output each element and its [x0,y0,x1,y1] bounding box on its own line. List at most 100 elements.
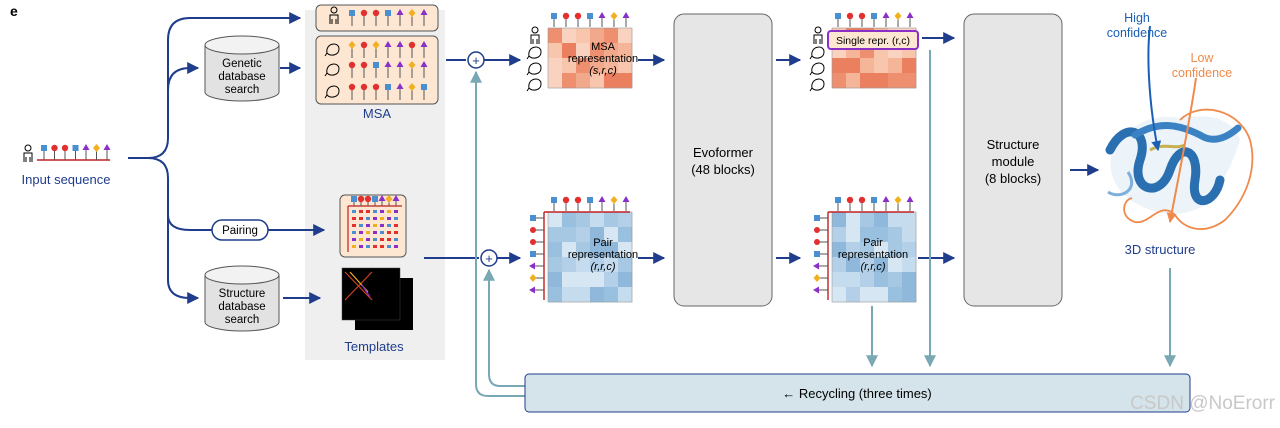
residue-head [813,274,821,282]
residue-head [562,196,570,204]
matrix-cell [359,224,363,227]
residue-head [530,227,536,233]
msa-representation-grid [547,27,633,89]
grid-cell [888,242,903,258]
grid-cell [832,227,847,243]
msa-representation-header-glyphs [551,12,630,27]
grid-cell [576,73,591,89]
evoformer-block [673,13,773,307]
grid-cell [618,73,633,89]
text-line: Low [1191,51,1215,65]
residue-head [894,12,902,20]
grid-cell [902,242,917,258]
residue-head [529,262,535,270]
grid-cell [874,287,889,303]
grid-cell [902,212,917,228]
pair-representation-input-grid [547,211,633,303]
grid-cell [576,28,591,44]
text-line: database [218,301,265,313]
text-line: confidence [1172,66,1233,80]
single-repr-highlight [827,30,919,50]
residue-head [598,196,606,202]
residue-head [360,9,368,17]
person-icon [814,26,822,34]
matrix-cell [380,210,384,213]
single-representation-species-icons [809,26,825,92]
residue-head [372,41,380,49]
grid-cell [618,272,633,288]
matrix-cell [387,245,391,248]
pair-representation-output-glyphs [813,196,914,300]
grid-cell [874,73,889,89]
grid-cell [874,272,889,288]
grid-cell [562,28,577,44]
residue-head [357,195,365,203]
matrix-cell [352,210,356,213]
residue-head [574,12,582,20]
residue-head [882,12,890,18]
grid-cell [590,58,605,74]
residue-head [421,84,427,90]
residue-head [894,196,902,204]
grid-cell [888,257,903,273]
matrix-cell [366,210,370,213]
msa-sequence-glyphs [324,6,428,100]
residue-head [530,251,536,257]
residue-head [871,197,877,203]
person-icon-body [813,34,823,44]
residue-head [396,61,404,67]
residue-head [835,13,841,19]
matrix-cell [373,231,377,234]
grid-cell [832,58,847,74]
residue-head [378,195,386,201]
recycling-bar [524,373,1191,413]
grid-cell [576,43,591,59]
grid-cell [902,287,917,303]
grid-cell [846,287,861,303]
grid-cell [860,212,875,228]
matrix-cell [394,245,398,248]
grid-cell [576,257,591,273]
text-line: Pair [593,237,613,249]
grid-cell [590,43,605,59]
matrix-cell [394,217,398,220]
matrix-cell [373,238,377,241]
residue-head [574,196,582,204]
text-line: MSA [591,41,616,53]
residue-head [51,144,58,152]
grid-cell [888,58,903,74]
residue-head [587,197,593,203]
residue-head [858,196,866,204]
grid-cell [590,28,605,44]
grid-cell [562,257,577,273]
person-icon-body [530,34,540,44]
recycling-label: ← Recycling (three times) [782,386,932,401]
fish-icon [324,43,340,57]
matrix-cell [352,238,356,241]
fish-icon [526,46,542,60]
grid-cell [548,73,563,89]
watermark: CSDN @NoErorr [1130,393,1276,414]
grid-cell [576,58,591,74]
text-line: Structure [987,137,1040,152]
matrix-cell [359,238,363,241]
matrix-cell [373,217,377,220]
matrix-cell [352,231,356,234]
grid-cell [888,227,903,243]
grid-cell [618,227,633,243]
residue-head [396,83,404,89]
matrix-cell [352,224,356,227]
residue-head [610,196,618,204]
low-confidence-arrow [1166,77,1197,223]
grid-cell [590,287,605,303]
grid-cell [576,212,591,228]
residue-head [420,61,428,67]
residue-head [348,41,356,49]
residue-head [372,9,380,17]
text-line: representation [838,249,908,261]
residue-head [813,262,819,270]
